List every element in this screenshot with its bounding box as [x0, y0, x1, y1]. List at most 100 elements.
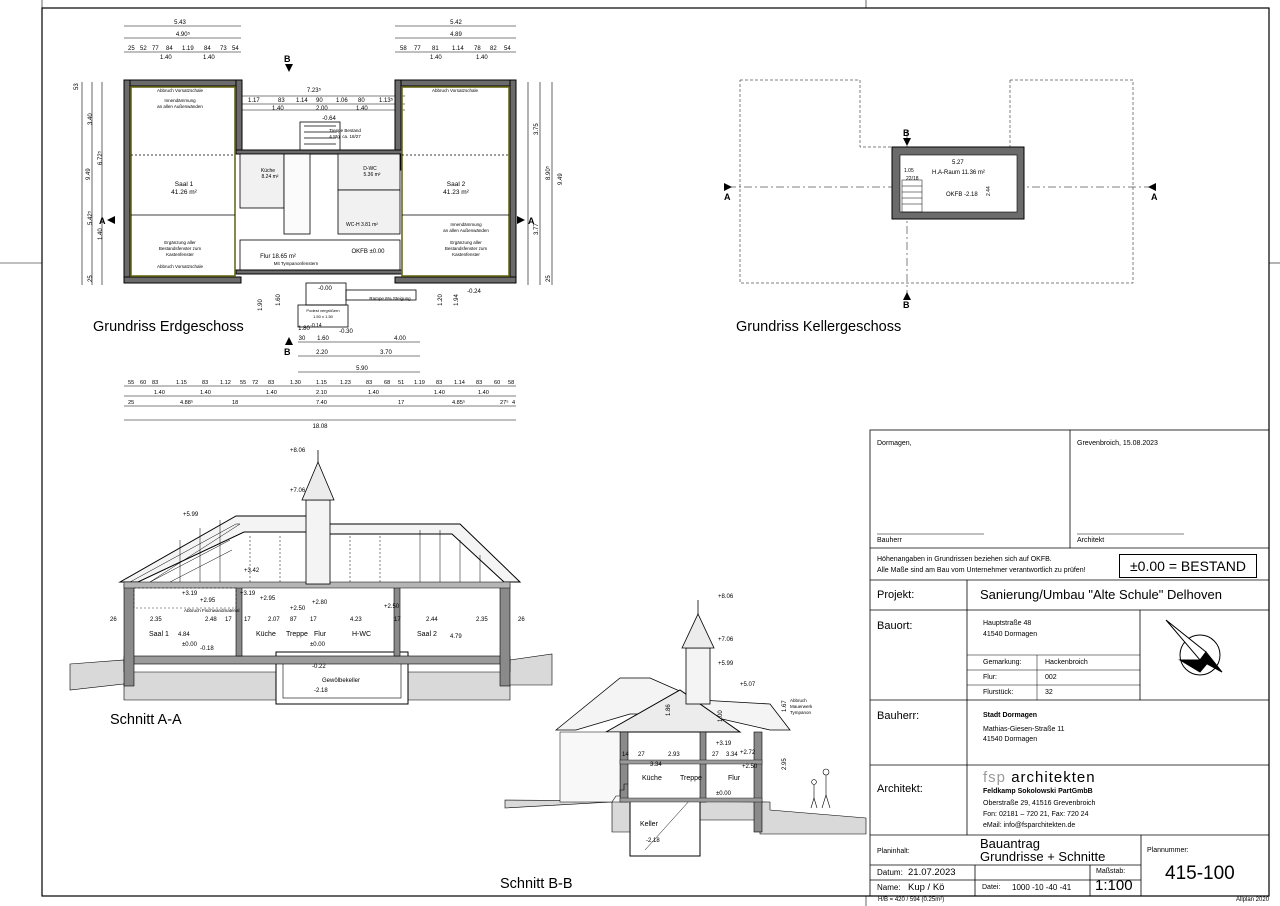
- bauort-label: Bauort:: [877, 620, 913, 632]
- svg-text:78: 78: [474, 46, 481, 52]
- svg-text:17: 17: [394, 617, 401, 623]
- flur-label: Flur:: [983, 674, 997, 681]
- svg-text:1.40: 1.40: [160, 55, 172, 61]
- svg-text:1.40: 1.40: [154, 390, 165, 396]
- svg-text:Abbruch Vorsatzschale: Abbruch Vorsatzschale: [432, 88, 479, 93]
- svg-text:Flur 18.65 m²: Flur 18.65 m²: [260, 254, 296, 260]
- planinhalt-line-2: Grundrisse + Schnitte: [980, 849, 1106, 864]
- section-b-room-kueche: Küche: [642, 775, 662, 782]
- svg-text:27: 27: [712, 752, 719, 758]
- svg-text:Flur: Flur: [314, 631, 327, 638]
- name-label: Name:: [877, 883, 901, 892]
- svg-text:82: 82: [490, 46, 497, 52]
- software-label: Allplan 2020: [1236, 897, 1270, 903]
- svg-text:4.90⁵: 4.90⁵: [176, 31, 191, 38]
- svg-text:+8.06: +8.06: [290, 448, 306, 454]
- svg-text:1.20: 1.20: [438, 294, 444, 306]
- svg-text:Innendämmung: Innendämmung: [164, 98, 196, 103]
- dim-total-bottom: 18.08: [312, 424, 328, 430]
- datum-label: Datum:: [877, 868, 903, 877]
- bauherr-label: Bauherr:: [877, 710, 920, 722]
- gemarkung-value: Hackenbroich: [1045, 659, 1088, 666]
- svg-text:H-WC: H-WC: [352, 631, 371, 638]
- svg-text:2.93: 2.93: [668, 752, 680, 758]
- svg-text:1.67: 1.67: [782, 700, 788, 712]
- svg-text:2.44: 2.44: [426, 617, 438, 623]
- svg-text:17: 17: [398, 400, 404, 406]
- svg-text:2.10: 2.10: [316, 390, 327, 396]
- svg-text:1.94: 1.94: [454, 294, 460, 306]
- plannummer-value: 415-100: [1165, 863, 1235, 884]
- svg-text:1.05: 1.05: [904, 168, 914, 174]
- svg-text:Treppe Bestand: Treppe Bestand: [329, 128, 361, 133]
- svg-text:2.20: 2.20: [316, 350, 328, 356]
- massstab-value: 1:100: [1095, 877, 1133, 894]
- svg-text:-2.18: -2.18: [314, 688, 328, 694]
- svg-text:83: 83: [366, 380, 372, 386]
- svg-text:4: 4: [512, 400, 515, 406]
- svg-text:2.00: 2.00: [316, 106, 328, 112]
- view-title-section-b-b: Schnitt B-B: [500, 876, 573, 892]
- svg-text:2.35: 2.35: [476, 617, 488, 623]
- svg-text:1.00: 1.00: [718, 710, 724, 722]
- svg-text:26: 26: [110, 617, 117, 623]
- svg-text:Mit Tympanonfenstern: Mit Tympanonfenstern: [274, 261, 319, 266]
- svg-text:83: 83: [202, 380, 208, 386]
- svg-text:A: A: [528, 216, 535, 226]
- svg-text:4.85⁵: 4.85⁵: [452, 399, 465, 406]
- svg-text:B: B: [903, 300, 910, 310]
- svg-text:52: 52: [140, 46, 147, 52]
- svg-text:17: 17: [310, 617, 317, 623]
- svg-text:-0.00: -0.00: [318, 286, 332, 292]
- svg-text:1.40: 1.40: [356, 106, 368, 112]
- svg-text:4.84: 4.84: [178, 632, 190, 638]
- svg-text:58: 58: [508, 380, 514, 386]
- svg-text:9.49: 9.49: [558, 173, 564, 185]
- firm-street: Oberstraße 29, 41516 Grevenbroich: [983, 800, 1096, 807]
- svg-text:5.42⁵: 5.42⁵: [87, 210, 94, 225]
- svg-text:1.40: 1.40: [368, 390, 379, 396]
- svg-text:1.60: 1.60: [317, 336, 329, 342]
- svg-text:an allen Außenwänden: an allen Außenwänden: [157, 104, 203, 109]
- svg-text:7.23⁵: 7.23⁵: [307, 87, 322, 94]
- svg-text:17: 17: [225, 617, 232, 623]
- svg-text:Küche: Küche: [256, 631, 276, 638]
- svg-text:87: 87: [290, 617, 297, 623]
- svg-text:Bestandsfenster zum: Bestandsfenster zum: [445, 246, 488, 251]
- view-title-ground-floor: Grundriss Erdgeschoss: [93, 319, 244, 335]
- section-b-b: +8.06 +7.06 +5.99 +5.07 +3.19 +2.72 +2.5…: [504, 594, 867, 857]
- svg-text:5.42: 5.42: [450, 20, 462, 26]
- signature-role-left: Bauherr: [877, 537, 902, 544]
- svg-text:1.12: 1.12: [220, 380, 231, 386]
- svg-text:-0.64: -0.64: [322, 116, 336, 122]
- svg-text:53: 53: [74, 83, 80, 90]
- svg-text:1.14: 1.14: [296, 98, 308, 104]
- svg-text:1.14: 1.14: [452, 46, 464, 52]
- svg-text:27⁵: 27⁵: [500, 399, 509, 406]
- svg-text:77: 77: [152, 46, 159, 52]
- svg-text:A: A: [1151, 192, 1158, 202]
- svg-text:1.40: 1.40: [203, 55, 215, 61]
- svg-text:+3.19: +3.19: [182, 591, 198, 597]
- svg-text:25: 25: [546, 275, 552, 282]
- svg-text:3.77: 3.77: [534, 223, 540, 235]
- svg-text:81: 81: [432, 46, 439, 52]
- svg-text:Ergänzung aller: Ergänzung aller: [164, 240, 196, 245]
- svg-text:+3.42: +3.42: [244, 568, 260, 574]
- bauherr-name: Stadt Dormagen: [983, 712, 1038, 719]
- svg-text:41.26 m²: 41.26 m²: [171, 189, 197, 196]
- svg-text:25: 25: [88, 275, 94, 282]
- svg-text:4.00: 4.00: [394, 336, 406, 342]
- svg-text:Podest vergrößern: Podest vergrößern: [306, 308, 339, 313]
- svg-text:1.40: 1.40: [434, 390, 445, 396]
- signature-role-right: Architekt: [1077, 537, 1105, 544]
- bauort-street: Hauptstraße 48: [983, 620, 1032, 627]
- svg-text:Saal 2: Saal 2: [417, 631, 437, 638]
- svg-text:17: 17: [244, 617, 251, 623]
- svg-text:+2.95: +2.95: [260, 596, 276, 602]
- svg-text:4.89: 4.89: [450, 32, 462, 38]
- bauherr-city: 41540 Dormagen: [983, 736, 1038, 743]
- svg-text:84: 84: [166, 46, 173, 52]
- svg-text:4 Stg. ca. 18/27: 4 Stg. ca. 18/27: [329, 134, 361, 139]
